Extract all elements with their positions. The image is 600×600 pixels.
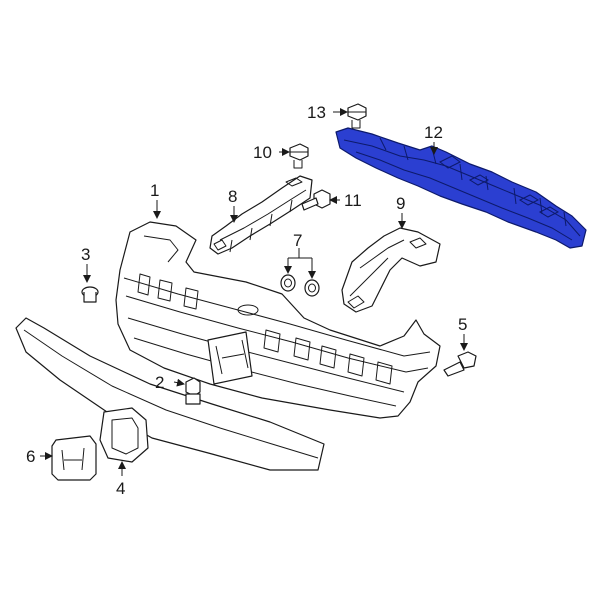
- part-5-screw[interactable]: [443, 351, 477, 377]
- callout-6: 6: [26, 447, 35, 466]
- callout-5: 5: [458, 315, 467, 334]
- callout-9: 9: [396, 194, 405, 213]
- callout-3: 3: [81, 245, 90, 264]
- callout-10: 10: [253, 143, 272, 162]
- part-3-screw[interactable]: [81, 286, 99, 303]
- callout-1: 1: [150, 181, 159, 200]
- part-12-upper-bracket[interactable]: [335, 127, 587, 249]
- part-1-grille[interactable]: [115, 221, 441, 419]
- part-9-bracket[interactable]: [341, 227, 441, 313]
- leader-lines: [40, 108, 468, 476]
- callout-7: 7: [293, 231, 302, 250]
- part-13-clip[interactable]: [347, 103, 367, 129]
- callout-12: 12: [424, 123, 443, 142]
- part-6-emblem[interactable]: [51, 435, 97, 481]
- callout-4: 4: [116, 479, 125, 498]
- part-7-washers[interactable]: [280, 274, 320, 297]
- callout-labels: 1 2 3 4 5 6 7 8 9 10 11 12 13: [26, 103, 467, 498]
- part-4-molding[interactable]: [15, 317, 325, 471]
- part-10-clip[interactable]: [289, 143, 309, 169]
- part-11-bolt[interactable]: [301, 189, 331, 211]
- part-8-bracket[interactable]: [209, 175, 313, 255]
- callout-13: 13: [307, 103, 326, 122]
- callout-2: 2: [155, 373, 164, 392]
- callout-11: 11: [344, 191, 362, 210]
- callout-8: 8: [228, 187, 237, 206]
- part-2-bolt[interactable]: [185, 377, 201, 405]
